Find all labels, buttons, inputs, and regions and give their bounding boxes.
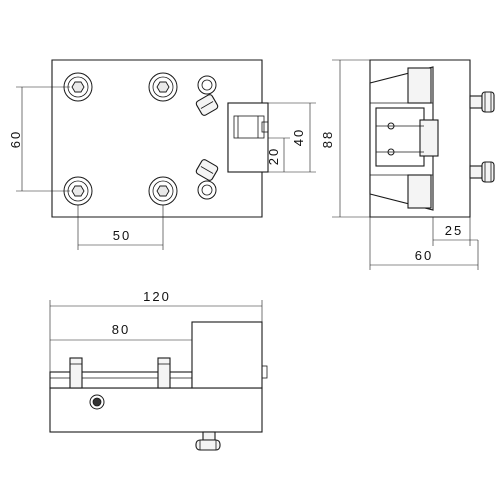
side-insert [419, 119, 439, 157]
dim-front-length-total: 120 [49, 289, 263, 372]
adjuster-upper [195, 94, 219, 116]
front-fitting [89, 394, 105, 410]
dim-text-40: 40 [291, 128, 306, 146]
front-pin-right [157, 357, 171, 389]
top-view-slot-insert [233, 115, 265, 139]
dim-slot-offset: 20 [266, 137, 290, 172]
dim-text-50: 50 [113, 228, 131, 243]
side-center-block [375, 107, 425, 167]
dim-text-80: 80 [112, 322, 130, 337]
side-clamp-top [407, 67, 432, 104]
dim-front-length-partial: 80 [50, 322, 193, 341]
screw-top-right [148, 72, 178, 102]
front-view: 120 80 [49, 289, 268, 451]
front-bottom-knob [195, 431, 221, 451]
dim-side-depth-partial: 25 [432, 217, 478, 246]
side-fitting-bottom [469, 161, 495, 183]
dim-text-88: 88 [320, 130, 335, 148]
small-screw-upper [197, 75, 217, 95]
front-tall-block [191, 321, 263, 389]
dim-text-60: 60 [8, 130, 23, 148]
screw-bottom-right [148, 176, 178, 206]
side-clamp-bottom [407, 174, 432, 209]
dim-side-depth-total: 60 [369, 217, 479, 270]
dim-text-120: 120 [143, 289, 171, 304]
dim-text-25: 25 [445, 223, 463, 238]
top-view: 60 50 40 20 [8, 59, 316, 250]
dim-hole-spacing: 50 [77, 205, 164, 250]
front-pin-left [69, 357, 83, 389]
side-view: 88 25 60 [320, 59, 495, 270]
dim-side-height: 88 [320, 59, 370, 218]
dim-slot-width: 40 [268, 102, 316, 173]
adjuster-lower [195, 159, 219, 181]
dim-height-total: 60 [8, 86, 70, 192]
top-view-slot-block [227, 102, 269, 173]
small-screw-lower [197, 180, 217, 200]
side-fitting-top [469, 91, 495, 113]
dim-text-20: 20 [266, 147, 281, 165]
front-base [49, 387, 263, 433]
dim-text-side-60: 60 [415, 248, 433, 263]
